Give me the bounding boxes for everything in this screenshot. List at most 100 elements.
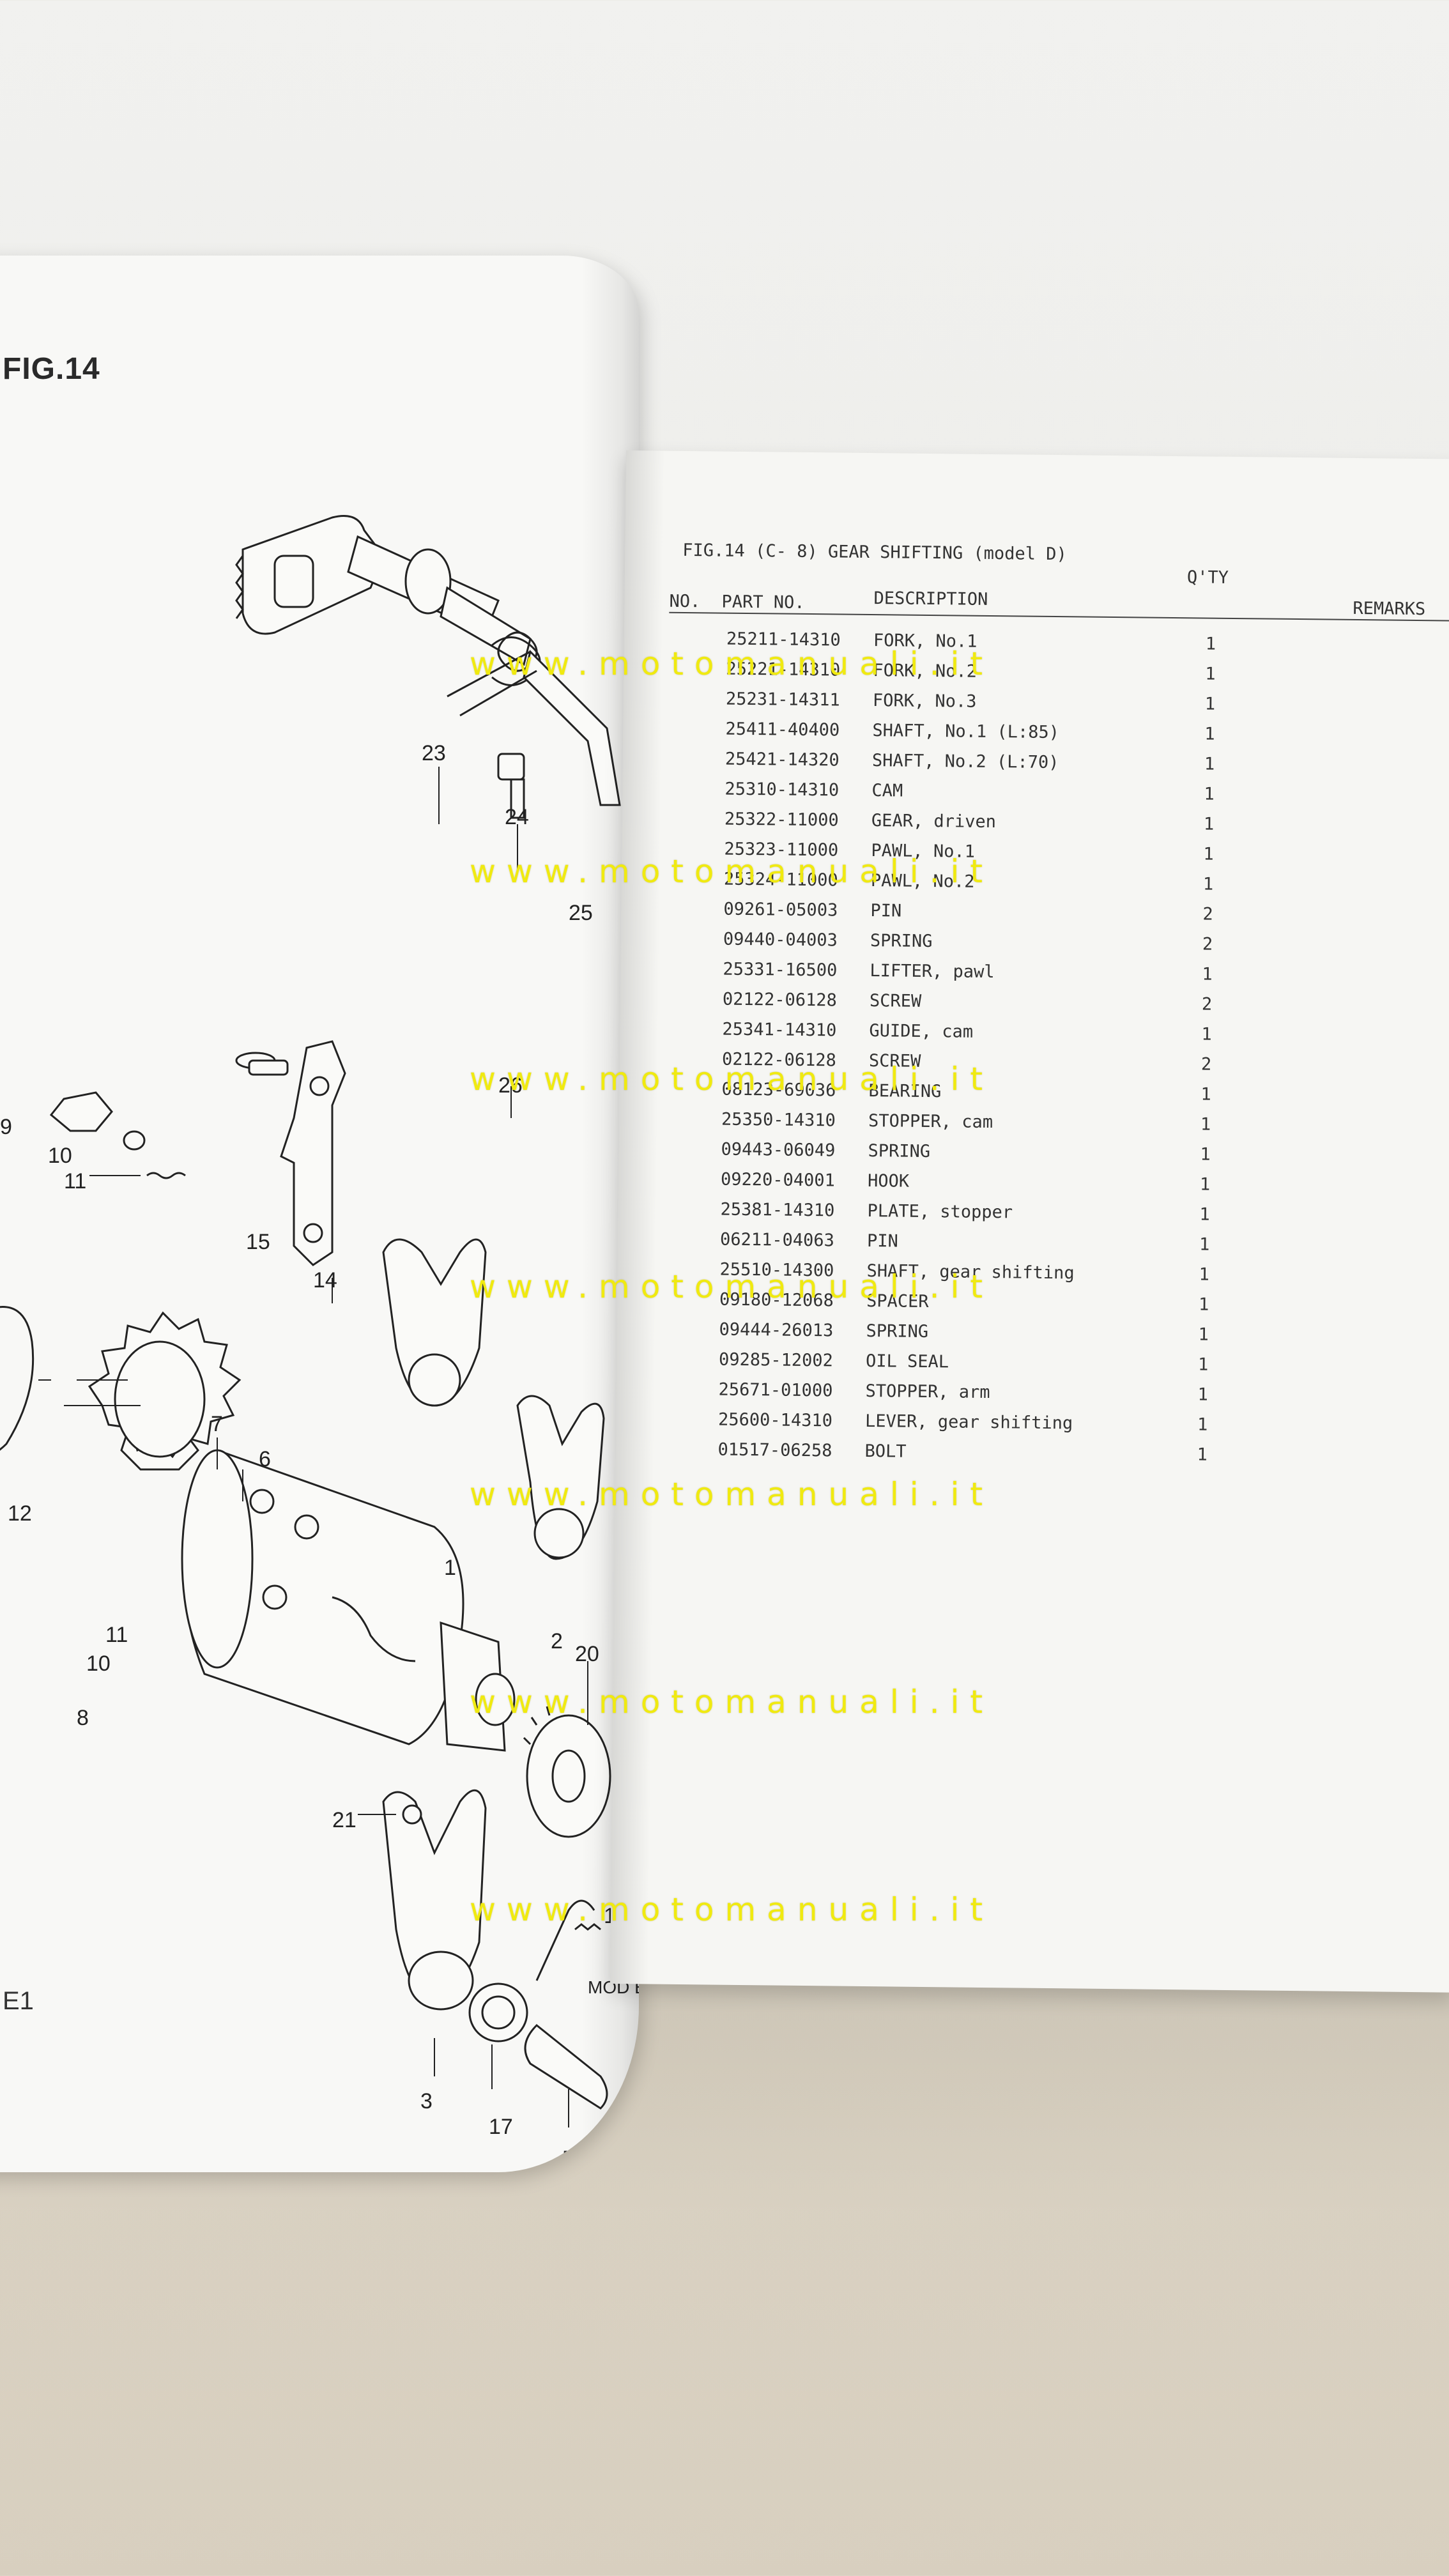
description-cell: SCREW: [869, 991, 922, 1011]
qty-cell: 1: [1203, 844, 1214, 864]
qty-cell: 1: [1204, 724, 1215, 744]
qty-cell: 1: [1203, 814, 1215, 834]
qty-cell: 1: [1197, 1445, 1208, 1465]
qty-cell: 1: [1205, 664, 1216, 684]
header-part-no: PART NO.: [721, 592, 805, 613]
callout-11: 11: [64, 1169, 86, 1193]
part-number-cell: 25600-14310: [717, 1409, 833, 1431]
qty-cell: 1: [1198, 1294, 1209, 1315]
watermark-2: www.motomanuali.it: [470, 853, 994, 890]
description-cell: SPRING: [870, 931, 933, 952]
qty-cell: 2: [1202, 934, 1213, 954]
part-number-cell: 25381-14310: [720, 1199, 835, 1221]
description-cell: HOOK: [867, 1171, 910, 1192]
qty-cell: 1: [1204, 784, 1215, 804]
callout-26: 26: [498, 1073, 523, 1098]
part-number-cell: 25411-40400: [725, 719, 840, 740]
part-number-cell: 06211-04063: [719, 1229, 835, 1251]
qty-cell: 1: [1199, 1234, 1210, 1255]
description-cell: PLATE, stopper: [867, 1201, 1013, 1223]
qty-cell: 1: [1202, 964, 1213, 985]
leader-lines: [38, 767, 588, 2128]
parts-list-title: FIG.14 (C- 8) GEAR SHIFTING (model D): [682, 540, 1067, 565]
qty-cell: 1: [1198, 1324, 1209, 1345]
callout-10-lower: 10: [86, 1652, 111, 1676]
part-number-cell: 25421-14320: [724, 749, 839, 770]
callout-labels: 23 24 25 26 15 14 9 10 11 7 6 12 1 2 11 …: [0, 741, 639, 2171]
description-cell: PIN: [870, 901, 902, 921]
qty-cell: 1: [1200, 1144, 1211, 1165]
qty-cell: 1: [1204, 754, 1215, 774]
callout-3: 3: [420, 2089, 433, 2113]
callout-24: 24: [505, 805, 529, 829]
callout-10: 10: [48, 1144, 72, 1168]
left-page: FIG.14: [0, 256, 639, 2172]
callout-11-lower: 11: [105, 1623, 128, 1647]
callout-2: 2: [551, 1629, 563, 1653]
watermark-5: www.motomanuali.it: [470, 1476, 994, 1513]
qty-cell: 2: [1202, 904, 1213, 924]
qty-cell: 2: [1200, 1054, 1212, 1075]
callout-21: 21: [332, 1808, 356, 1832]
watermark-4: www.motomanuali.it: [470, 1268, 994, 1305]
header-qty: Q'TY: [1186, 567, 1229, 588]
description-cell: GEAR, driven: [871, 811, 997, 832]
description-cell: SPRING: [868, 1141, 931, 1162]
watermark-3: www.motomanuali.it: [470, 1061, 994, 1098]
figure-title: FIG.14: [3, 352, 100, 386]
callout-9: 9: [0, 1115, 12, 1139]
shift-forks-upper: [382, 1238, 605, 1560]
page-footer-code: E1: [3, 1987, 34, 2015]
callout-20: 20: [575, 1642, 599, 1666]
qty-cell: 1: [1197, 1414, 1208, 1435]
callout-7: 7: [211, 1412, 223, 1436]
callout-14: 14: [313, 1268, 337, 1292]
qty-cell: 1: [1199, 1174, 1211, 1195]
part-number-cell: 09443-06049: [721, 1139, 836, 1161]
qty-cell: 1: [1202, 874, 1214, 894]
qty-cell: 1: [1204, 694, 1216, 714]
header-remarks: REMARKS: [1353, 598, 1426, 620]
part-number-cell: 02122-06128: [722, 989, 837, 1011]
qty-cell: 1: [1200, 1084, 1211, 1105]
description-cell: BOLT: [864, 1441, 907, 1462]
description-cell: CAM: [871, 781, 903, 801]
part-number-cell: 25231-14311: [725, 689, 840, 710]
header-no: NO.: [669, 591, 701, 612]
qty-cell: 1: [1199, 1204, 1210, 1225]
callout-5: 5: [562, 2147, 574, 2171]
callout-12: 12: [8, 1501, 32, 1526]
callout-17: 17: [489, 2115, 513, 2139]
qty-cell: 1: [1197, 1354, 1209, 1375]
part-number-cell: 09220-04001: [720, 1169, 836, 1191]
part-number-cell: 09285-12002: [718, 1349, 834, 1371]
callout-8: 8: [77, 1706, 89, 1730]
description-cell: STOPPER, cam: [868, 1111, 993, 1133]
description-cell: LEVER, gear shifting: [864, 1411, 1073, 1434]
part-number-cell: 25350-14310: [721, 1109, 836, 1131]
watermark-7: www.motomanuali.it: [470, 1891, 994, 1928]
qty-cell: 1: [1199, 1264, 1209, 1285]
watermark-1: www.motomanuali.it: [470, 645, 994, 682]
description-cell: GUIDE, cam: [869, 1021, 974, 1042]
qty-cell: 1: [1197, 1384, 1208, 1405]
description-cell: OIL SEAL: [865, 1351, 949, 1372]
callout-23: 23: [422, 741, 446, 765]
description-cell: SHAFT, No.1 (L:85): [872, 721, 1060, 743]
shift-fork-lower: [382, 1706, 611, 2110]
part-number-cell: 09261-05003: [723, 899, 838, 921]
callout-15: 15: [246, 1230, 270, 1254]
callout-1: 1: [444, 1556, 456, 1580]
description-cell: STOPPER, arm: [865, 1381, 990, 1403]
description-cell: LIFTER, pawl: [870, 961, 995, 983]
description-cell: SPRING: [866, 1321, 929, 1342]
gear-shift-lever-drawing: [235, 515, 621, 819]
callout-25: 25: [569, 901, 593, 925]
parts-list: FIG.14 (C- 8) GEAR SHIFTING (model D) Q'…: [669, 540, 1449, 1465]
qty-cell: 1: [1201, 1024, 1212, 1045]
description-cell: PIN: [866, 1231, 899, 1252]
header-description: DESCRIPTION: [873, 588, 988, 610]
qty-cell: 2: [1201, 994, 1213, 1015]
part-number-cell: 25341-14310: [722, 1019, 837, 1041]
